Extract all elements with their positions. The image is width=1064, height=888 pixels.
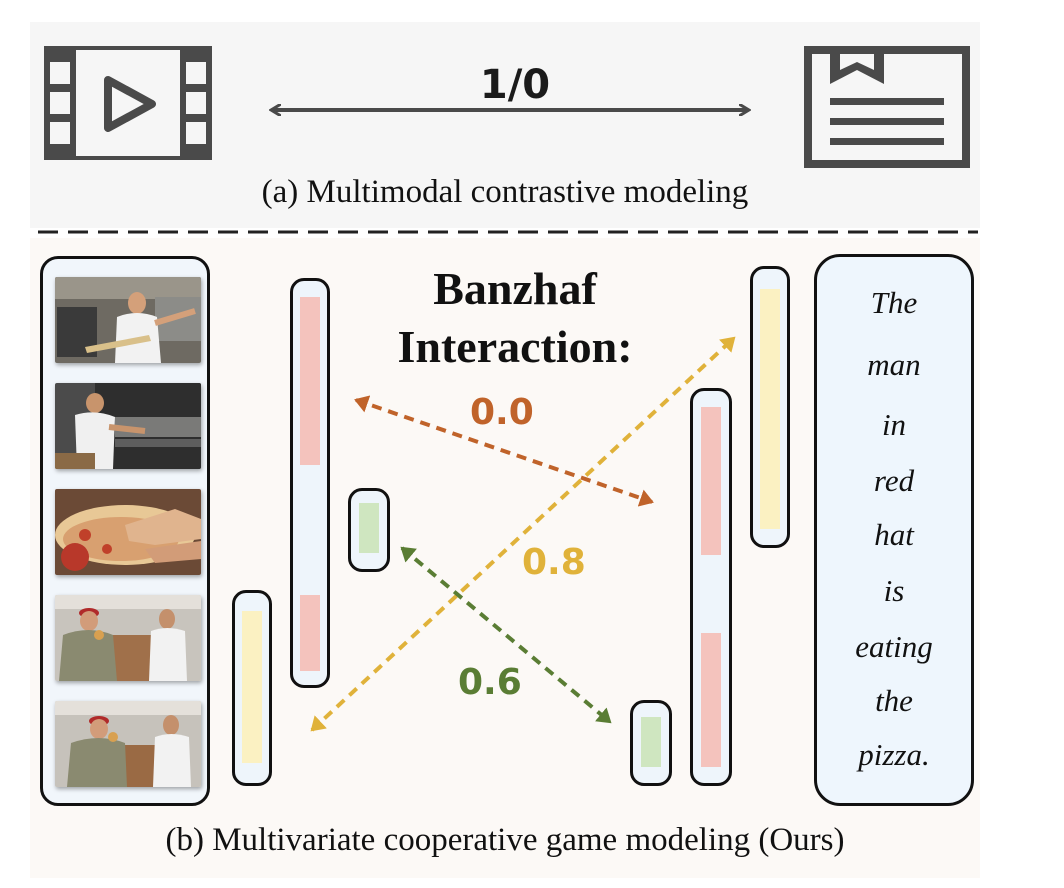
- red-bar-bottom: [701, 633, 721, 767]
- video-frame-1: [55, 277, 201, 363]
- sentence-word: hat: [874, 517, 914, 552]
- banzhaf-title-line1: Banzhaf: [433, 263, 597, 314]
- interaction-value-0: 0.0: [470, 392, 534, 433]
- banzhaf-title: Banzhaf Interaction:: [360, 260, 670, 376]
- sentence-word: man: [867, 347, 921, 382]
- caption-b: (b) Multivariate cooperative game modeli…: [165, 822, 845, 858]
- video-frame-4: [55, 595, 201, 681]
- document-icon: [804, 46, 970, 168]
- banzhaf-title-line2: Interaction:: [397, 321, 633, 372]
- green-bar: [359, 503, 379, 553]
- video-frame-3: [55, 489, 201, 575]
- sentence-word: is: [883, 573, 905, 608]
- text-feature-pill-green: [630, 700, 672, 786]
- caption-a: (a) Multimodal contrastive modeling: [261, 174, 749, 210]
- sentence-word: the: [875, 683, 913, 718]
- sentence-panel: The man in red hat is eating the pizza.: [814, 254, 974, 806]
- sentence-word: The: [870, 285, 918, 320]
- video-feature-pill-yellow: [232, 590, 272, 786]
- interaction-arrow-1: [310, 336, 736, 732]
- sentence-word: pizza.: [858, 737, 930, 772]
- interaction-value-2: 0.6: [458, 662, 522, 703]
- green-bar: [641, 717, 661, 767]
- video-film-icon: [44, 46, 212, 160]
- sentence-word: in: [881, 407, 907, 442]
- interaction-arrow-2: [400, 546, 612, 724]
- yellow-bar: [242, 611, 262, 763]
- text-feature-pill-yellow: [750, 266, 790, 548]
- video-feature-pill-red: [290, 278, 330, 688]
- video-feature-pill-green: [348, 488, 390, 572]
- sentence-word: eating: [855, 629, 933, 664]
- red-bar-top: [701, 407, 721, 555]
- video-frame-2: [55, 383, 201, 469]
- red-bar-top: [300, 297, 320, 465]
- yellow-bar: [760, 289, 780, 529]
- video-frames-panel: [40, 256, 210, 806]
- red-bar-bottom: [300, 595, 320, 671]
- interaction-value-1: 0.8: [522, 542, 586, 583]
- text-feature-pill-red: [690, 388, 732, 786]
- video-frame-5: [55, 701, 201, 787]
- sentence-word: red: [873, 463, 915, 498]
- contrastive-score-label: 1/0: [479, 62, 551, 108]
